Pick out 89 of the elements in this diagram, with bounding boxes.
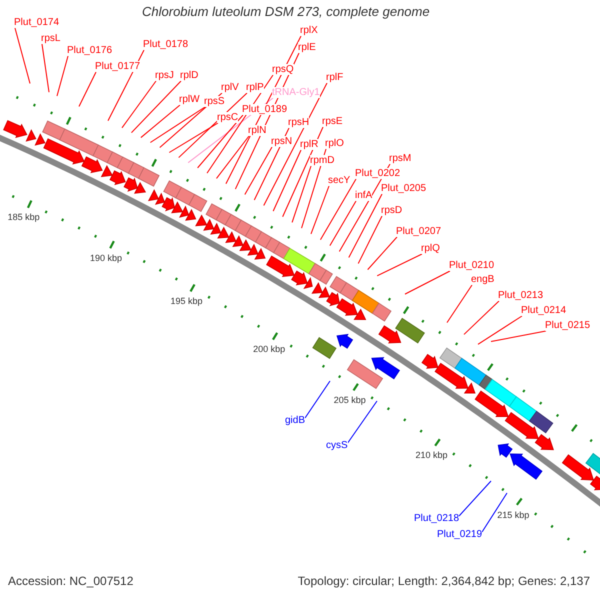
gene-label: rpsH bbox=[288, 117, 310, 128]
gene-label: Plut_0218 bbox=[414, 513, 460, 524]
leader-line bbox=[272, 150, 302, 212]
leader-line bbox=[310, 186, 330, 234]
leader-line bbox=[301, 148, 326, 229]
gene-label: Plut_0215 bbox=[545, 320, 590, 331]
gene-label: infA bbox=[355, 190, 372, 201]
gene-label: rplE bbox=[298, 42, 316, 53]
gene-label: rpsC bbox=[217, 112, 238, 123]
gene-label: rpsD bbox=[381, 205, 402, 216]
title: Chlorobium luteolum DSM 273, complete genome bbox=[142, 4, 430, 19]
scale-label: 200 kbp bbox=[253, 344, 286, 354]
gene-label: rpsQ bbox=[272, 64, 294, 75]
gene-label: rpsJ bbox=[155, 70, 174, 81]
leader-line bbox=[56, 56, 68, 96]
leader-line bbox=[304, 380, 330, 418]
leader-line bbox=[78, 72, 96, 107]
leader-line bbox=[464, 300, 500, 335]
leader-line bbox=[244, 146, 272, 196]
gene-label: Plut_0207 bbox=[396, 226, 442, 237]
gene-label: Plut_0174 bbox=[14, 17, 60, 28]
leader-line bbox=[458, 480, 492, 516]
leader-line bbox=[320, 178, 356, 240]
gene-label: Plut_0219 bbox=[437, 529, 482, 540]
gene-label: rpsN bbox=[271, 136, 292, 147]
leader-line bbox=[376, 254, 422, 276]
gene-label: rplX bbox=[300, 25, 318, 36]
leader-line bbox=[130, 80, 182, 134]
gene-label: rplW bbox=[179, 94, 200, 105]
gene-label: rpsL bbox=[41, 33, 60, 44]
leader-line bbox=[490, 330, 546, 342]
leader-line bbox=[482, 492, 508, 532]
genome-info-label: Topology: circular; Length: 2,364,842 bp; Genes: 2,137 bbox=[298, 574, 590, 588]
gene-label: cysS bbox=[326, 440, 348, 451]
leader-line bbox=[254, 128, 290, 200]
leader-line bbox=[178, 92, 248, 158]
gene-label: rplN bbox=[248, 125, 266, 136]
gene-label: rpsS bbox=[204, 96, 225, 107]
gene-label: Plut_0214 bbox=[521, 305, 566, 316]
leader-line bbox=[14, 28, 30, 84]
gene-label: engB bbox=[471, 274, 494, 285]
scale-label: 215 kbp bbox=[497, 510, 530, 520]
leader-line bbox=[206, 74, 274, 174]
leader-line bbox=[150, 106, 206, 143]
leader-line bbox=[478, 316, 522, 345]
leader-line bbox=[446, 284, 472, 324]
gene-label: rpmD bbox=[310, 155, 334, 166]
gene-label: rpsE bbox=[322, 116, 343, 127]
leader-line bbox=[348, 194, 382, 258]
leader-line bbox=[367, 236, 398, 270]
leader-line bbox=[338, 164, 390, 252]
leader-line bbox=[42, 44, 50, 93]
leader-line bbox=[168, 122, 218, 153]
gene-label: Plut_0178 bbox=[143, 39, 188, 50]
leader-line bbox=[197, 114, 244, 168]
gene-label: Plut_0189 bbox=[242, 104, 288, 115]
gene-label: rplR bbox=[300, 139, 318, 150]
gene-label: Plut_0202 bbox=[355, 168, 400, 179]
gene-label: rplV bbox=[221, 82, 239, 93]
gene-label: Plut_0177 bbox=[95, 61, 140, 72]
scale-label: 210 kbp bbox=[415, 450, 448, 460]
leader-line bbox=[404, 270, 450, 295]
accession-label: Accession: NC_007512 bbox=[8, 574, 134, 588]
gene-label: rpsM bbox=[389, 153, 412, 164]
gene-label: Plut_0213 bbox=[498, 290, 544, 301]
leader-line bbox=[347, 400, 378, 444]
leader-line bbox=[216, 136, 250, 179]
scale-label: 190 kbp bbox=[90, 252, 122, 263]
gene-label: Plut_0210 bbox=[449, 260, 494, 271]
gene-label: rplD bbox=[180, 70, 198, 81]
leader-line bbox=[140, 104, 180, 138]
gene-label: Plut_0176 bbox=[67, 45, 112, 56]
gene-label: gidB bbox=[285, 415, 306, 426]
gene-label: rplQ bbox=[421, 243, 440, 254]
scale-label: 185 kbp bbox=[8, 212, 40, 222]
gene-label: tRNA-Gly1 bbox=[272, 87, 320, 98]
scale-label: 205 kbp bbox=[334, 395, 366, 406]
scale-label: 195 kbp bbox=[170, 296, 203, 306]
gene-label: secY bbox=[328, 175, 350, 186]
gene-label: rplO bbox=[325, 138, 344, 149]
leader-line bbox=[263, 82, 328, 206]
gene-label: rplF bbox=[326, 72, 344, 83]
gene-label: rplP bbox=[246, 82, 264, 93]
leader-line bbox=[292, 166, 312, 223]
leader-line bbox=[358, 216, 382, 264]
leader-line bbox=[122, 80, 156, 128]
gene-label: Plut_0205 bbox=[381, 183, 426, 194]
leader-line bbox=[282, 126, 324, 218]
leader-line bbox=[329, 200, 356, 246]
